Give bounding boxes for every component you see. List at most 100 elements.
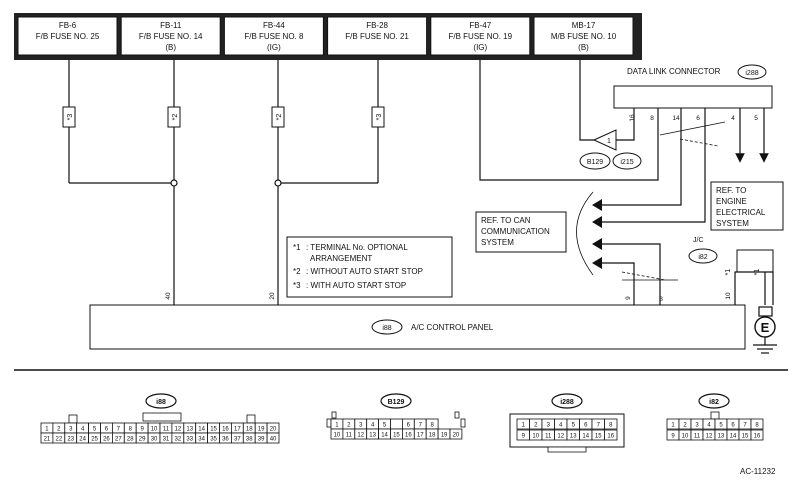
svg-text:17: 17 bbox=[234, 427, 241, 433]
connector-pin: 27 bbox=[112, 432, 125, 444]
connector-pin: 35 bbox=[207, 432, 220, 444]
connector-pin: 19 bbox=[437, 428, 451, 440]
svg-text:1: 1 bbox=[45, 427, 49, 433]
panel-pin-20: 20 bbox=[269, 292, 276, 300]
wire-dlc-6 bbox=[600, 108, 706, 223]
connector-pin: 18 bbox=[242, 422, 256, 434]
connector-pin: 20 bbox=[449, 428, 463, 440]
b129-badge: B129 bbox=[579, 152, 611, 170]
connector-pin: 13 bbox=[714, 429, 728, 441]
fuse-fb-28: FB-28F/B FUSE NO. 21 bbox=[327, 16, 428, 56]
svg-text:18: 18 bbox=[429, 433, 436, 439]
svg-text:21: 21 bbox=[44, 437, 51, 443]
svg-text:12: 12 bbox=[357, 433, 364, 439]
svg-text:10: 10 bbox=[532, 434, 539, 440]
svg-text:*2: *2 bbox=[276, 114, 283, 121]
fuse-id: FB-47 bbox=[469, 21, 491, 30]
dlc-pin-14: 14 bbox=[672, 115, 680, 122]
svg-text:5: 5 bbox=[572, 423, 576, 429]
jc-label: J/C bbox=[693, 237, 704, 244]
connector-pin: 16 bbox=[219, 422, 232, 434]
svg-text:5: 5 bbox=[93, 427, 97, 433]
connector-pin: 3 bbox=[354, 418, 368, 430]
can-arrows bbox=[592, 199, 602, 269]
connector-pin: 12 bbox=[354, 428, 368, 440]
wire-tag-w3: *2 bbox=[271, 106, 285, 128]
svg-text:6: 6 bbox=[584, 423, 588, 429]
svg-text:36: 36 bbox=[222, 437, 229, 443]
svg-text:*1: *1 bbox=[293, 243, 301, 252]
svg-text:9: 9 bbox=[522, 434, 526, 440]
svg-text:12: 12 bbox=[706, 434, 713, 440]
connector-pin: 13 bbox=[566, 429, 580, 441]
svg-text:26: 26 bbox=[103, 437, 110, 443]
svg-text:i288: i288 bbox=[560, 399, 574, 406]
svg-text:19: 19 bbox=[258, 427, 265, 433]
svg-text:23: 23 bbox=[67, 437, 74, 443]
svg-text:2: 2 bbox=[683, 423, 687, 429]
fuse-id: FB-44 bbox=[263, 21, 285, 30]
connector-code-badge: i88 bbox=[145, 393, 177, 409]
connector-pin: 5 bbox=[714, 418, 728, 430]
dlc-pin-6: 6 bbox=[696, 115, 700, 122]
connector-pin: 7 bbox=[591, 418, 605, 430]
svg-text:5: 5 bbox=[383, 423, 387, 429]
svg-text:9: 9 bbox=[140, 427, 144, 433]
connector-pin: 2 bbox=[52, 422, 66, 434]
fuse-name: F/B FUSE NO. 14 bbox=[139, 32, 203, 41]
wire-fb47 bbox=[479, 60, 659, 181]
svg-text:ELECTRICAL: ELECTRICAL bbox=[716, 208, 766, 217]
connector-pin: 7 bbox=[738, 418, 752, 430]
svg-text:*2: *2 bbox=[172, 114, 179, 121]
svg-text:*3: *3 bbox=[376, 114, 383, 121]
connector-pin: 15 bbox=[591, 429, 605, 441]
connector-pin: 16 bbox=[604, 429, 618, 441]
connector-pin: 11 bbox=[541, 429, 555, 441]
dlc-code-badge: i288 bbox=[737, 64, 767, 80]
svg-text:40: 40 bbox=[270, 437, 277, 443]
connector-pin: 9 bbox=[666, 429, 680, 441]
svg-text:38: 38 bbox=[246, 437, 253, 443]
svg-text:*1: *1 bbox=[725, 269, 732, 276]
svg-text:22: 22 bbox=[56, 437, 63, 443]
connector-pin: 3 bbox=[64, 422, 78, 434]
fuse-name: M/B FUSE NO. 10 bbox=[551, 32, 617, 41]
fuse-fb-44: FB-44F/B FUSE NO. 8(IG) bbox=[223, 16, 324, 56]
fuse-name: F/B FUSE NO. 19 bbox=[449, 32, 513, 41]
connector-pin: 1 bbox=[40, 422, 54, 434]
connector-pin: 24 bbox=[76, 432, 89, 444]
svg-text:SYSTEM: SYSTEM bbox=[481, 238, 514, 247]
connector-pin: 2 bbox=[529, 418, 543, 430]
connector-pin: 39 bbox=[254, 432, 268, 444]
connector-pin: 6 bbox=[726, 418, 740, 430]
dlc-title: DATA LINK CONNECTOR bbox=[627, 67, 721, 76]
svg-text:34: 34 bbox=[198, 437, 205, 443]
svg-text:15: 15 bbox=[393, 433, 400, 439]
svg-text:8: 8 bbox=[755, 423, 759, 429]
svg-text:20: 20 bbox=[270, 427, 277, 433]
svg-text:31: 31 bbox=[163, 437, 170, 443]
connector-pin: 6 bbox=[401, 418, 415, 430]
svg-text:30: 30 bbox=[151, 437, 158, 443]
svg-text:i82: i82 bbox=[698, 254, 707, 261]
dlc-pin-4: 4 bbox=[731, 115, 735, 122]
connector-pin: 15 bbox=[390, 428, 403, 440]
connector-pin: 4 bbox=[366, 418, 380, 430]
svg-text:1: 1 bbox=[335, 423, 339, 429]
svg-text:*2: *2 bbox=[293, 267, 301, 276]
ac-control-panel bbox=[89, 304, 746, 350]
svg-text:20: 20 bbox=[453, 433, 460, 439]
svg-text:2: 2 bbox=[57, 427, 61, 433]
fuse-id: FB-28 bbox=[366, 21, 388, 30]
svg-text:39: 39 bbox=[258, 437, 265, 443]
svg-text:10: 10 bbox=[682, 434, 689, 440]
connector-pin: 13 bbox=[183, 422, 197, 434]
svg-text:3: 3 bbox=[547, 423, 551, 429]
wire-dlc-16 bbox=[614, 108, 635, 141]
svg-text:19: 19 bbox=[441, 433, 448, 439]
connector-pin: 8 bbox=[750, 418, 764, 430]
connector-pin: 23 bbox=[64, 432, 78, 444]
i215-badge: i215 bbox=[612, 152, 642, 170]
